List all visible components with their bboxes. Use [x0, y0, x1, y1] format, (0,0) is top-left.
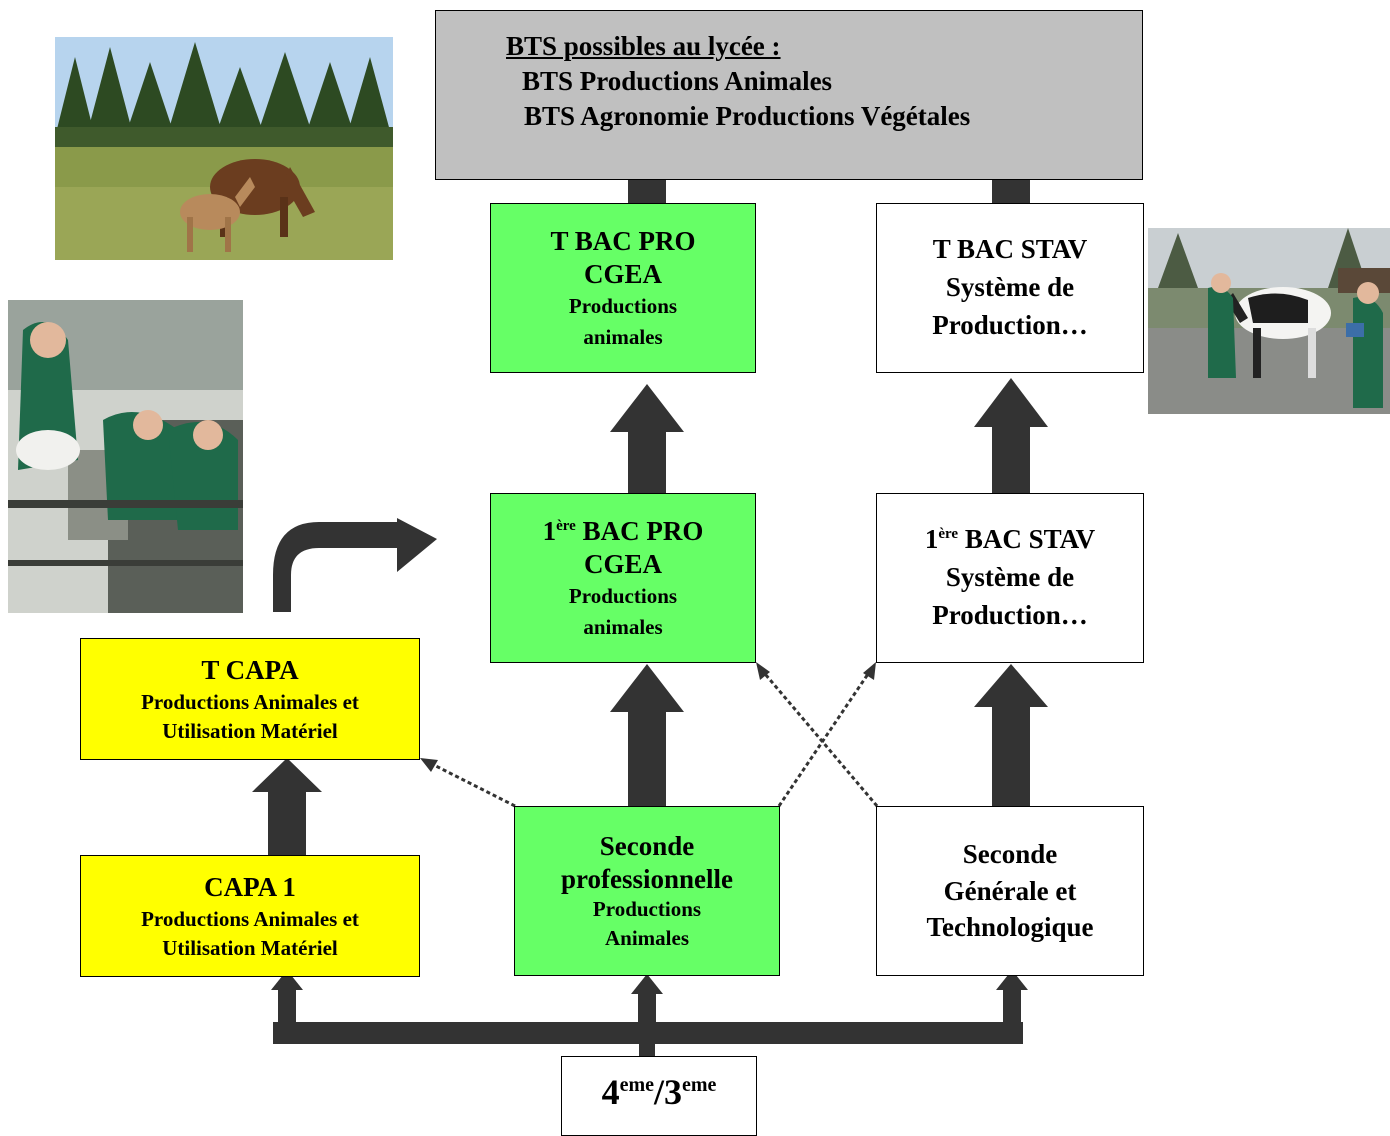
t-capa-subtitle: Utilisation Matériel	[162, 719, 338, 744]
premiere-bac-stav-line: Système de	[945, 562, 1075, 593]
seconde-pro-subtitle: Productions	[592, 897, 702, 922]
arrow-capa1-to-tcapa	[252, 758, 322, 857]
premiere-bac-stav-title: 1ère BAC STAV	[924, 524, 1096, 555]
premiere-bac-pro-box: 1ère BAC PRO CGEA Productions animales	[490, 493, 756, 663]
t-bac-stav-line: Production…	[932, 309, 1088, 340]
dotted-head-tcapa	[420, 758, 438, 772]
premiere-bac-pro-subtitle: animales	[583, 615, 663, 640]
dotted-head-1ere-stav	[863, 662, 876, 680]
arrow-to-seconde-gt	[996, 970, 1028, 1024]
seconde-pro-subtitle: Animales	[605, 926, 689, 951]
premiere-bac-stav-line: Production…	[932, 599, 1088, 630]
dotted-sec-pro-to-tcapa	[427, 760, 516, 808]
premiere-bac-pro-cgea: CGEA	[583, 548, 662, 579]
curved-arrow-tcapa-to-bacpro	[273, 518, 437, 612]
premiere-bac-stav-box: 1ère BAC STAV Système de Production…	[876, 493, 1144, 663]
seconde-gt-line: Générale et	[943, 875, 1077, 906]
arrow-to-seconde-pro	[631, 974, 663, 1024]
arrow-sec-pro-to-1ere	[610, 664, 684, 808]
premiere-bac-pro-title: 1ère BAC PRO	[542, 516, 704, 547]
students-in-barn-photo	[8, 300, 243, 613]
arrow-to-capa1	[271, 970, 303, 1024]
seconde-gt-line: Technologique	[926, 912, 1094, 943]
arrow-1ere-to-tbacpro	[610, 384, 684, 495]
seconde-gt-line: Seconde	[962, 839, 1058, 870]
t-bac-stav-line: T BAC STAV	[932, 234, 1088, 265]
dotted-sec-gt-to-1ere-bacpro	[758, 667, 879, 807]
students-with-cow-photo	[1148, 228, 1390, 414]
bts-box: BTS possibles au lycée : BTS Productions…	[435, 10, 1143, 180]
college-box: 4eme/3eme	[561, 1056, 757, 1136]
t-bac-pro-subtitle: Productions	[568, 294, 678, 319]
distribution-bar	[273, 1022, 1023, 1044]
seconde-pro-title: Seconde	[599, 831, 695, 862]
t-capa-subtitle: Productions Animales et	[141, 690, 359, 714]
t-bac-pro-subtitle: animales	[583, 325, 663, 350]
dotted-head-1ere-bacpro	[756, 662, 770, 680]
t-bac-stav-box: T BAC STAV Système de Production…	[876, 203, 1144, 373]
t-bac-stav-line: Système de	[945, 272, 1075, 303]
arrow-1ere-stav-to-tstav	[974, 378, 1048, 495]
seconde-pro-title: professionnelle	[560, 863, 733, 894]
capa1-title: CAPA 1	[204, 871, 296, 902]
bts-item: BTS Productions Animales	[522, 66, 833, 97]
t-bac-pro-cgea: CGEA	[583, 258, 662, 289]
t-bac-pro-title: T BAC PRO	[550, 226, 696, 257]
seconde-gt-box: Seconde Générale et Technologique	[876, 806, 1144, 976]
capa1-subtitle: Productions Animales et	[141, 907, 359, 931]
arrow-sec-gt-to-1ere-stav	[974, 664, 1048, 808]
seconde-pro-box: Seconde professionnelle Productions Anim…	[514, 806, 780, 976]
bts-item: BTS Agronomie Productions Végétales	[524, 101, 971, 132]
horses-in-field-photo	[55, 37, 393, 260]
bts-heading: BTS possibles au lycée :	[506, 31, 781, 61]
t-capa-box: T CAPA Productions Animales et Utilisati…	[80, 638, 420, 760]
capa1-subtitle: Utilisation Matériel	[162, 936, 338, 961]
college-label: 4eme/3eme	[601, 1072, 717, 1112]
premiere-bac-pro-subtitle: Productions	[568, 584, 678, 609]
capa1-box: CAPA 1 Productions Animales et Utilisati…	[80, 855, 420, 977]
t-capa-title: T CAPA	[201, 654, 299, 685]
t-bac-pro-box: T BAC PRO CGEA Productions animales	[490, 203, 756, 373]
